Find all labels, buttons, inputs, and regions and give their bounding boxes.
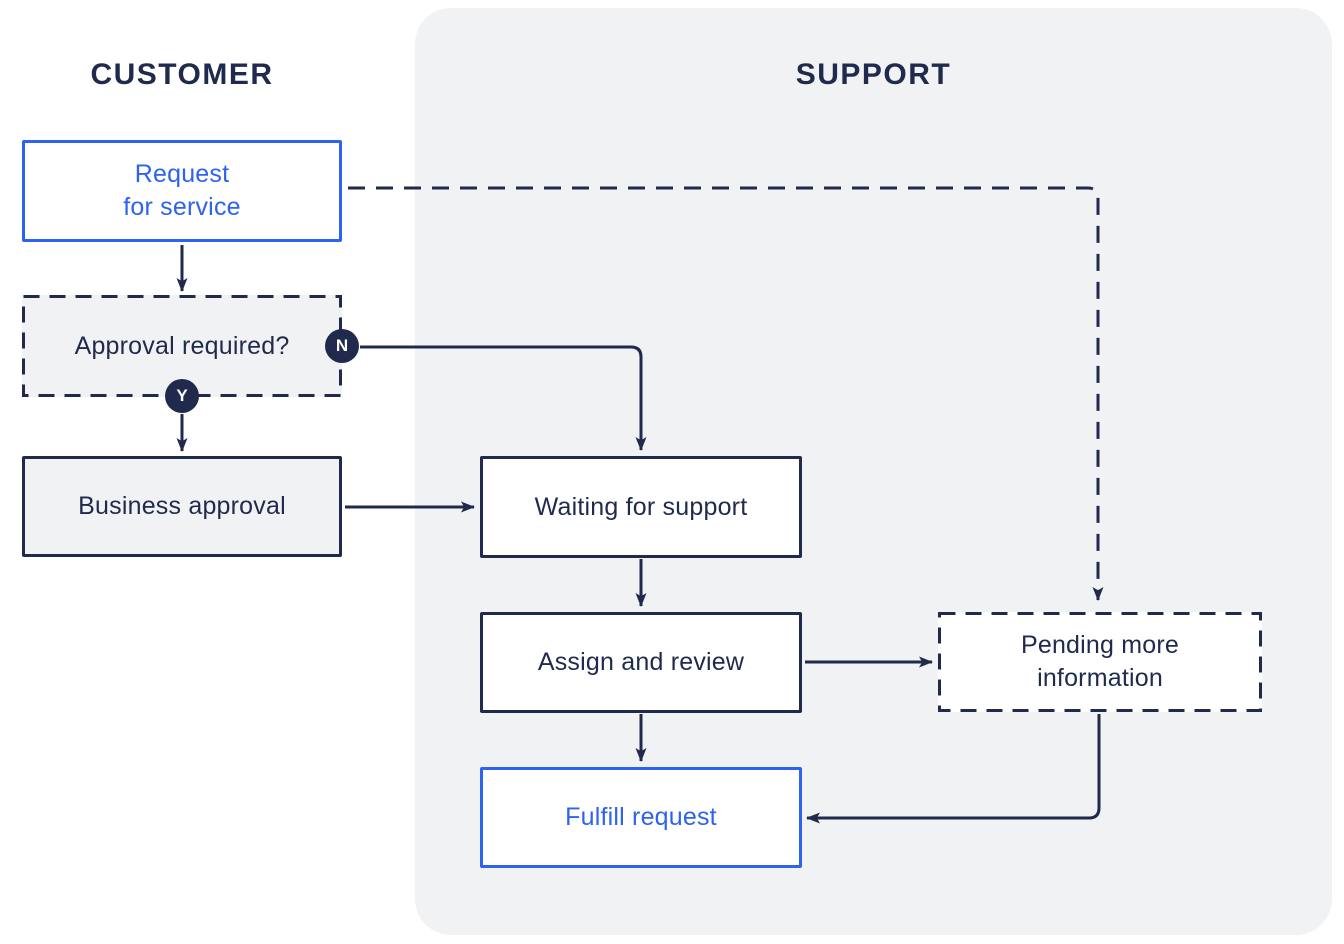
node-waiting-for-support-label: Waiting for support xyxy=(534,492,748,521)
node-pending-more-information: Pending more information xyxy=(938,612,1262,712)
node-fulfill-request-label: Fulfill request xyxy=(565,803,717,831)
node-request-for-service: Request for service xyxy=(22,140,342,242)
node-waiting-for-support: Waiting for support xyxy=(480,456,802,558)
node-approval-required-label: Approval required? xyxy=(74,331,290,360)
decision-badge-no: N xyxy=(325,329,359,363)
node-business-approval-label: Business approval xyxy=(78,492,286,520)
node-assign-and-review: Assign and review xyxy=(480,612,802,713)
node-request-for-service-label: Request for service xyxy=(123,160,241,221)
decision-badge-yes: Y xyxy=(165,379,199,413)
node-assign-and-review-label: Assign and review xyxy=(537,648,745,676)
node-pending-more-information-label: Pending more information xyxy=(1020,631,1180,692)
lane-title-support: SUPPORT xyxy=(795,58,952,91)
node-business-approval: Business approval xyxy=(22,456,342,557)
lane-title-customer: CUSTOMER xyxy=(90,58,274,91)
node-fulfill-request: Fulfill request xyxy=(480,767,802,868)
